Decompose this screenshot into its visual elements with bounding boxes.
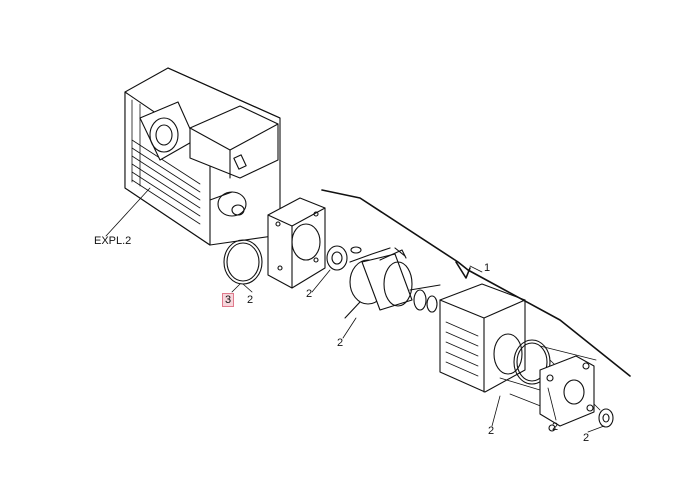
flange-adapter (267, 197, 326, 289)
washer (598, 408, 614, 428)
washer (350, 246, 362, 254)
rotor-shaft (344, 247, 441, 319)
qty-callout-rotor: 2 (337, 337, 344, 349)
stator-housing (439, 283, 526, 393)
qty-callout-oring: 2 (247, 294, 254, 306)
qty-callout-flange: 2 (306, 288, 313, 300)
gearbox-housing (124, 67, 281, 246)
group-bracket (321, 189, 631, 377)
leader-lines (105, 187, 605, 433)
washer (326, 245, 348, 271)
o-ring (223, 239, 263, 285)
group-callout-1: 1 (484, 262, 491, 274)
callout-3-highlighted[interactable]: 3 (222, 293, 235, 307)
qty-callout-stator: 2 (488, 425, 495, 437)
qty-callout-endcover: 2 (552, 421, 559, 433)
expl-label: EXPL.2 (94, 235, 132, 247)
end-cover (539, 355, 595, 432)
gasket (513, 339, 551, 385)
qty-callout-washer: 2 (583, 432, 590, 444)
